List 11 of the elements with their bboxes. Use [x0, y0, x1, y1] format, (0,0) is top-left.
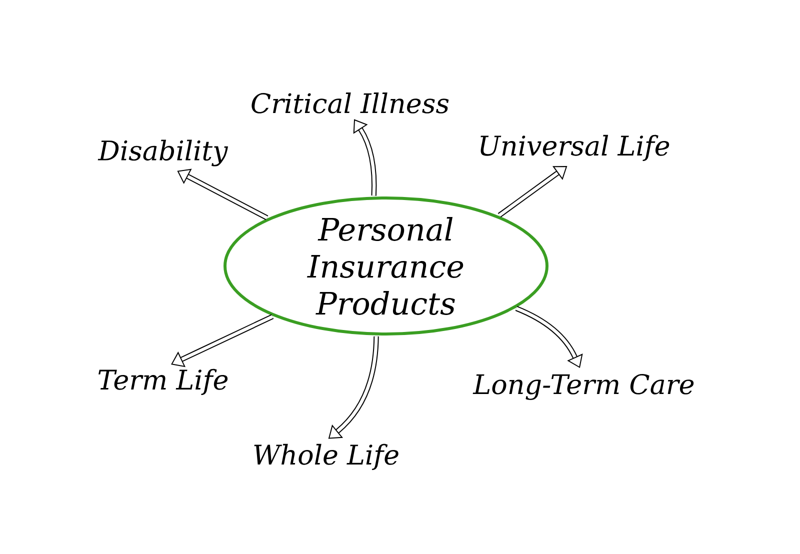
product-label: Disability [98, 140, 228, 166]
arrow [177, 168, 268, 220]
product-label: Long-Term Care [472, 374, 694, 400]
arrow [328, 336, 379, 439]
product-label: Term Life [98, 368, 228, 396]
arrow [171, 314, 274, 368]
product-label: Critical Illness [252, 92, 449, 114]
product-label: Whole Life [254, 444, 398, 470]
product-label: Universal Life [480, 134, 670, 162]
arrow [353, 119, 377, 196]
arrow [498, 166, 568, 218]
